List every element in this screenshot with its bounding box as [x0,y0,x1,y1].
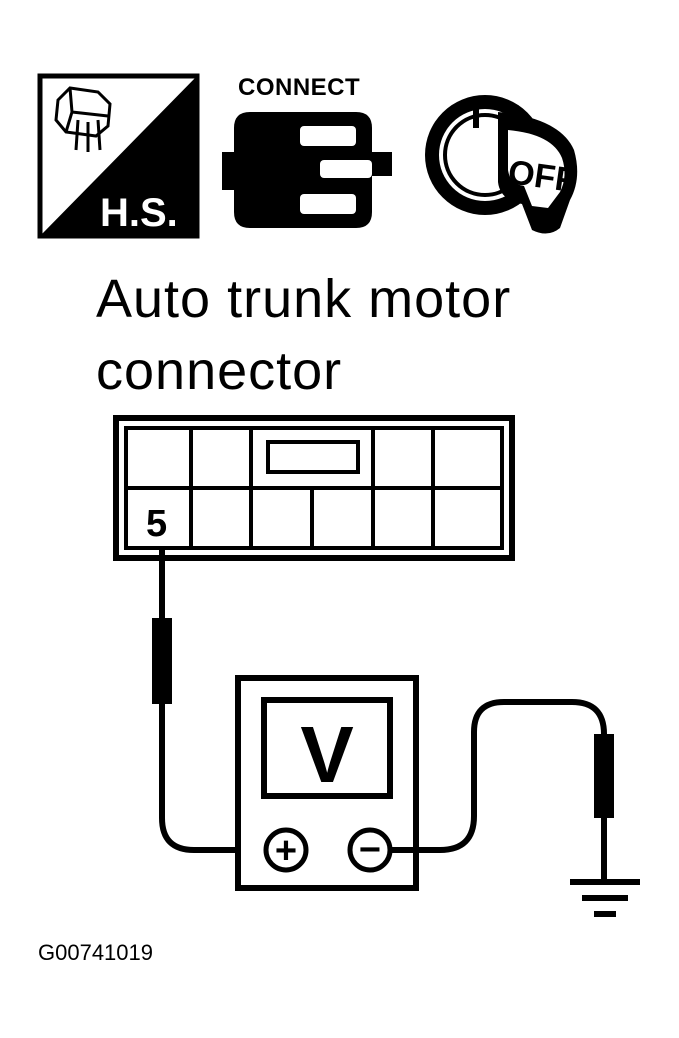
connect-label: CONNECT [238,74,361,101]
diagram-title-line-1: Auto trunk motor [96,269,512,329]
figure-id: G00741019 [38,940,153,965]
positive-terminal-sign: + [275,830,297,872]
ground-symbol [570,879,640,917]
ignition-off-text: OFF [506,153,579,200]
voltmeter-label: V [300,710,353,799]
connect-icon [222,112,392,228]
terminal-5-label: 5 [146,503,167,545]
voltmeter [235,675,419,891]
ignition-off-icon: OFF [425,95,578,234]
diagram-title-line-2: connector [96,341,343,401]
harness-side-text: H.S. [100,191,178,235]
connector-outline [113,415,515,561]
positive-test-lead [152,548,262,853]
harness-side-icon: H.S. [37,73,200,239]
negative-terminal-sign: − [359,829,381,871]
negative-test-lead [390,699,614,880]
